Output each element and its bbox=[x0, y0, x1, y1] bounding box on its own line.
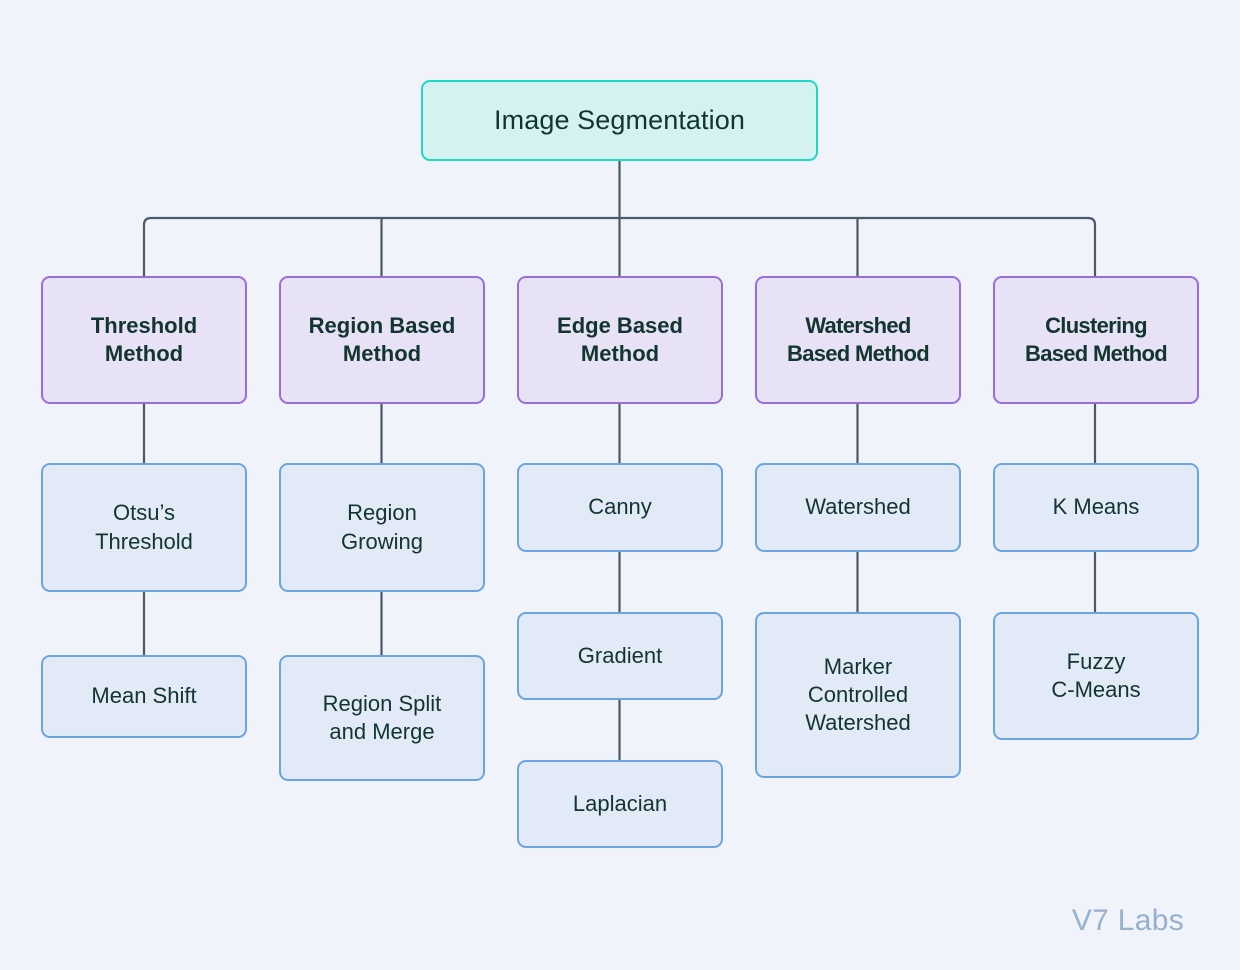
node-mean-shift[interactable]: Mean Shift bbox=[41, 655, 247, 738]
node-region-split-and-merge[interactable]: Region Split and Merge bbox=[279, 655, 485, 781]
node-otsus-threshold[interactable]: Otsu’s Threshold bbox=[41, 463, 247, 592]
node-k-means[interactable]: K Means bbox=[993, 463, 1199, 552]
node-gradient[interactable]: Gradient bbox=[517, 612, 723, 700]
node-region-based-method[interactable]: Region Based Method bbox=[279, 276, 485, 404]
node-fuzzy-c-means[interactable]: Fuzzy C-Means bbox=[993, 612, 1199, 740]
watermark-v7-labs: V7 Labs bbox=[1071, 904, 1184, 937]
node-canny[interactable]: Canny bbox=[517, 463, 723, 552]
node-clustering-based-method[interactable]: Clustering Based Method bbox=[993, 276, 1199, 404]
node-watershed[interactable]: Watershed bbox=[755, 463, 961, 552]
node-threshold-method[interactable]: Threshold Method bbox=[41, 276, 247, 404]
node-edge-based-method[interactable]: Edge Based Method bbox=[517, 276, 723, 404]
node-marker-controlled-watershed[interactable]: Marker Controlled Watershed bbox=[755, 612, 961, 778]
node-region-growing[interactable]: Region Growing bbox=[279, 463, 485, 592]
edge-bus bbox=[142, 216, 1097, 276]
node-image-segmentation[interactable]: Image Segmentation bbox=[421, 80, 818, 161]
node-laplacian[interactable]: Laplacian bbox=[517, 760, 723, 848]
node-watershed-based-method[interactable]: Watershed Based Method bbox=[755, 276, 961, 404]
